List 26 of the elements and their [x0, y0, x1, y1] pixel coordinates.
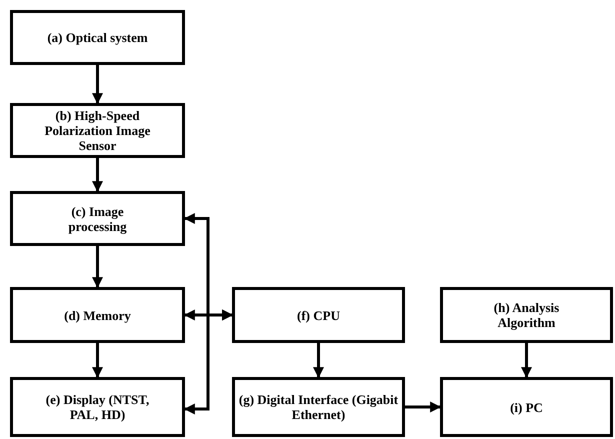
process-box	[10, 103, 185, 158]
arrow	[521, 343, 532, 378]
arrow	[92, 343, 103, 378]
box-label: (i) PC	[510, 400, 543, 414]
process-box	[232, 377, 405, 437]
box-label: (h) Analysis Algorithm	[492, 300, 560, 330]
arrow	[184, 310, 234, 414]
box-label: (b) High-Speed Polarization Image Sensor	[44, 108, 152, 153]
process-box	[232, 287, 405, 343]
process-box	[440, 377, 613, 437]
box-label: (g) Digital Interface (Gigabit Ethernet)	[238, 392, 398, 422]
process-box	[10, 191, 185, 246]
box-label: (f) CPU	[297, 308, 340, 322]
arrow	[92, 65, 103, 104]
arrow	[92, 158, 103, 192]
box-label: (c) Image processing	[67, 204, 128, 234]
box-label: (d) Memory	[64, 308, 131, 322]
box-label: (e) Display (NTST, PAL, HD)	[44, 392, 150, 422]
process-box	[10, 287, 185, 343]
process-box	[10, 377, 185, 437]
process-box	[10, 10, 185, 65]
arrow	[313, 343, 324, 378]
process-box	[440, 287, 613, 343]
arrow	[405, 402, 442, 412]
box-label: (a) Optical system	[47, 30, 148, 45]
arrow	[92, 246, 103, 288]
